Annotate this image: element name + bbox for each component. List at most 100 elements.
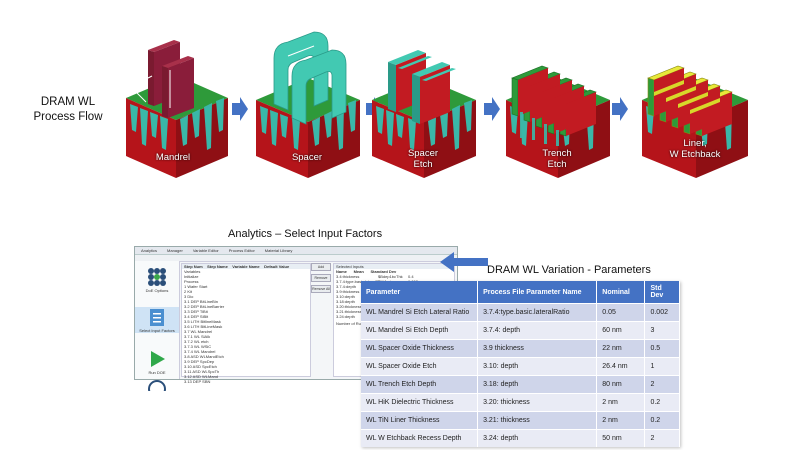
- selected-input-row[interactable]: 3.24:depth: [334, 314, 454, 319]
- nav-run-doe[interactable]: Run DOE: [135, 349, 179, 375]
- parameter-cell: WL Spacer Oxide Etch: [361, 357, 479, 376]
- selected-columns-row: Name Mean Standard Dev: [336, 269, 397, 274]
- process-file-cell: 3.24: depth: [477, 429, 598, 447]
- std-dev-cell: 0.002: [644, 303, 680, 322]
- selected-input-row[interactable]: 3.4:thickness $Bdep1bcThk 0.4: [334, 274, 454, 279]
- callout-arrow-icon: [440, 252, 488, 272]
- parameter-cell: WL W Etchback Recess Depth: [361, 429, 479, 447]
- selected-input-cell: 3.10:depth: [336, 294, 355, 299]
- window-toolbar: [135, 255, 457, 262]
- process-file-cell: 3.20: thickness: [477, 393, 598, 412]
- trench-etch-structure-illustration: [506, 65, 610, 178]
- runs-footer: Number of Runs: 0s: [336, 321, 372, 326]
- grid-row[interactable]: 3.12 ASD WLMand: [184, 374, 219, 379]
- nominal-cell: 2 nm: [596, 411, 646, 430]
- selected-input-cell: 3.4:thickness: [336, 274, 360, 279]
- grid-row[interactable]: 3.1 DEP BitLineBin: [184, 299, 218, 304]
- selected-input-row[interactable]: 3.18:depth: [334, 299, 454, 304]
- parameter-cell: WL Mandrel Si Etch Depth: [361, 321, 479, 340]
- nav-doe-options[interactable]: DoE Options: [135, 267, 179, 293]
- grid-row[interactable]: 3.13 DEP SBN: [184, 379, 211, 384]
- selected-input-cell: 3.20:thickness: [336, 304, 362, 309]
- liner-etchback-structure-illustration: [642, 65, 748, 178]
- flow-arrow-icon: [484, 97, 500, 121]
- std-dev-cell: 0.5: [644, 339, 680, 358]
- flow-arrow-icon: [612, 97, 628, 121]
- variation-parameters-table: Parameter Process File Parameter Name No…: [361, 281, 680, 447]
- analytics-title: Analytics – Select Input Factors: [228, 228, 383, 240]
- selected-input-row[interactable]: 3.21:thickness: [334, 309, 454, 314]
- step-mandrel: Mandrel: [118, 20, 228, 180]
- selected-input-cell: 3.7.4:type.basic.lateralRatio: [336, 279, 385, 284]
- clipboard-icon: [150, 309, 164, 326]
- grid-row[interactable]: 2 Kit: [184, 289, 193, 294]
- column-header-nominal: Nominal: [596, 281, 646, 304]
- grid-row[interactable]: 3.5 LITH BitlineMask: [184, 319, 221, 324]
- column-header-std-dev: Std Dev: [644, 281, 680, 304]
- mandrel-structure-illustration: [126, 40, 228, 178]
- grid-row[interactable]: 3.2 DEP BitLineBarrier: [184, 304, 225, 309]
- nominal-cell: 80 nm: [596, 375, 646, 394]
- process-steps-grid: Step Num Step Name Variable Name Default…: [181, 263, 311, 384]
- selected-input-row[interactable]: 3.9:thickness: [334, 289, 454, 294]
- window-tab-bar: Analytics Manager Variable Editor Proces…: [135, 247, 457, 255]
- tab-variable-editor[interactable]: Variable Editor: [192, 248, 219, 253]
- tab-process-editor[interactable]: Process Editor: [228, 248, 255, 253]
- selected-input-row[interactable]: 3.10:depth: [334, 294, 454, 299]
- std-dev-cell: 1: [644, 357, 680, 376]
- parameter-cell: WL Spacer Oxide Thickness: [361, 339, 479, 358]
- step-spacer: Spacer: [252, 20, 362, 180]
- grid-row[interactable]: 3.7 WL Mandrel: [184, 329, 213, 334]
- nav-results[interactable]: [135, 379, 179, 398]
- remove-all-button[interactable]: Remove All: [311, 285, 331, 293]
- grid-row[interactable]: 3.9 DEP SpcDep: [184, 359, 215, 364]
- std-dev-cell: 0.2: [644, 411, 680, 430]
- selected-input-row[interactable]: 3.20:thickness: [334, 304, 454, 309]
- grid-row[interactable]: Variables: [184, 269, 201, 274]
- grid-row[interactable]: 3.7.1 WL SiAlk: [184, 334, 211, 339]
- spacer-etch-structure-illustration: [372, 50, 476, 178]
- selected-input-cell: 0.4: [408, 274, 414, 279]
- grid-row[interactable]: 3.3 DEP TiBit: [184, 309, 208, 314]
- nominal-cell: 2 nm: [596, 393, 646, 412]
- tab-material-library[interactable]: Material Library: [264, 248, 293, 253]
- parameter-cell: WL TiN Liner Thickness: [361, 411, 479, 430]
- grid-row[interactable]: 3.7.3 WL WSiC: [184, 344, 212, 349]
- variation-title: DRAM WL Variation - Parameters: [487, 264, 651, 276]
- nominal-cell: 50 nm: [596, 429, 646, 447]
- grid-row[interactable]: 3.4 DEP SiBit: [184, 314, 209, 319]
- process-file-cell: 3.9 thickness: [477, 339, 598, 358]
- selected-input-cell: $Bdep1bcThk: [378, 274, 403, 279]
- grid-row[interactable]: 3.7.4 WL Mandrel: [184, 349, 216, 354]
- add-button[interactable]: Add: [311, 263, 331, 271]
- grid-row[interactable]: 1 Wafer Start: [184, 284, 208, 289]
- selected-input-row[interactable]: 3.7.4:depth: [334, 284, 454, 289]
- grid-row[interactable]: Process: [184, 279, 199, 284]
- tab-analytics[interactable]: Analytics: [141, 248, 158, 253]
- selected-input-cell: 3.24:depth: [336, 314, 355, 319]
- grid-row[interactable]: 3 Dio: [184, 294, 194, 299]
- grid-row[interactable]: 3.6 LITH BitLineMask: [184, 324, 223, 329]
- remove-button[interactable]: Remove: [311, 274, 331, 282]
- tab-manager[interactable]: Manager: [167, 248, 183, 253]
- grid-row[interactable]: 3.8 ASD WLMandEtch: [184, 354, 224, 359]
- nav-select-input-factors[interactable]: Select Input Factors: [135, 307, 179, 333]
- step-label-liner-w-etchback: Liner, W Etchback: [669, 138, 721, 160]
- doe-grid-icon: [148, 268, 166, 286]
- grid-row[interactable]: 3.7.2 WL etch: [184, 339, 209, 344]
- grid-row[interactable]: 3.10 ASD SpcEtch: [184, 364, 217, 369]
- process-file-cell: 3.21: thickness: [477, 411, 598, 430]
- grid-row[interactable]: 3.11 ASD WLSpcTh: [184, 369, 220, 374]
- std-dev-cell: 2: [644, 429, 680, 447]
- spacer-structure-illustration: [256, 31, 360, 178]
- grid-row[interactable]: Initialize: [184, 274, 199, 279]
